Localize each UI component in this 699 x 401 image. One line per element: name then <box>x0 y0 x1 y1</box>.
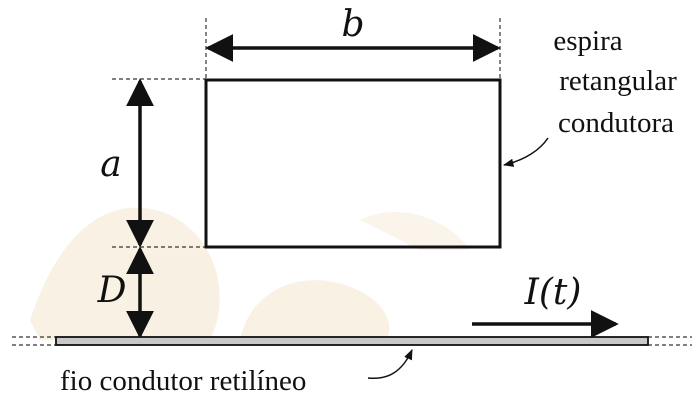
straight-wire <box>55 336 649 346</box>
loop-caption-line-2: retangular <box>559 65 677 97</box>
watermark-shape-middle <box>240 280 390 340</box>
loop-caption-line-1: espira <box>553 25 622 57</box>
height-label: a <box>100 144 121 185</box>
watermark-shape-left <box>30 207 220 340</box>
watermark-shape-right <box>360 211 470 250</box>
wire-caption-pointer <box>367 349 413 380</box>
distance-label: D <box>97 270 127 311</box>
loop-caption-pointer <box>502 137 549 167</box>
wire-caption: fio condutor retilíneo <box>60 365 306 397</box>
width-label: b <box>341 4 364 45</box>
rectangular-loop <box>204 78 502 249</box>
watermark-shapes <box>30 207 470 340</box>
loop-caption-line-3: condutora <box>558 107 674 139</box>
current-label: I(t) <box>524 272 582 313</box>
